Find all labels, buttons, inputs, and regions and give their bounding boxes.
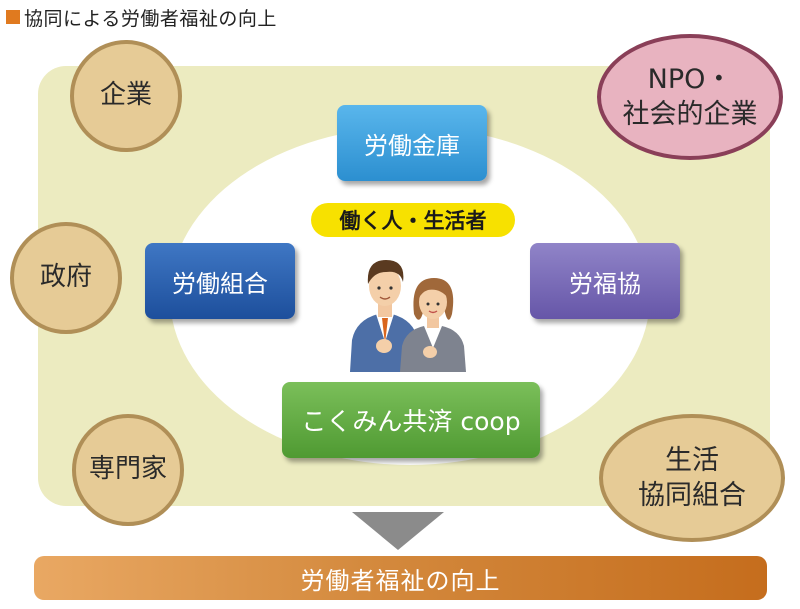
circle-npo-line2: 社会的企業 (622, 99, 758, 130)
result-bar: 労働者福祉の向上 (34, 556, 767, 600)
box-rodo-kinko-label: 労働金庫 (364, 131, 460, 160)
circle-seifu: 政府 (10, 222, 122, 334)
title-text: 協同による労働者福祉の向上 (24, 7, 277, 30)
circle-kigyo: 企業 (70, 40, 182, 152)
circle-kigyo-label: 企業 (99, 80, 152, 111)
circle-senmon: 専門家 (72, 414, 184, 526)
box-kokumin-kyosai-coop: こくみん共済 coop (282, 382, 540, 458)
down-arrow-icon (352, 512, 444, 550)
box-rodo-kumiai: 労働組合 (145, 243, 295, 319)
circle-seikatsu-line2: 協同組合 (638, 480, 746, 511)
box-rodo-kumiai-label: 労働組合 (172, 269, 268, 298)
workers-illustration-icon (350, 260, 466, 372)
box-rodo-kinko: 労働金庫 (337, 105, 487, 181)
box-coop-label: こくみん共済 coop (301, 407, 521, 436)
diagram-title: 協同による労働者福祉の向上 (6, 5, 277, 30)
circle-senmon-label: 専門家 (88, 454, 167, 485)
center-label-text: 働く人・生活者 (339, 209, 487, 233)
circle-seikatsu-kyodo: 生活 協同組合 (599, 414, 785, 542)
box-rofukukyo: 労福協 (530, 243, 680, 319)
circle-npo-line1: NPO・ (647, 63, 733, 95)
title-marker-square (6, 10, 20, 24)
circle-seikatsu-line1: 生活 (665, 444, 719, 476)
circle-seifu-label: 政府 (39, 262, 92, 293)
center-label-pill: 働く人・生活者 (311, 203, 515, 237)
result-bar-label: 労働者福祉の向上 (300, 566, 501, 595)
circle-npo: NPO・ 社会的企業 (597, 34, 783, 160)
box-rofukukyo-label: 労福協 (569, 269, 641, 298)
